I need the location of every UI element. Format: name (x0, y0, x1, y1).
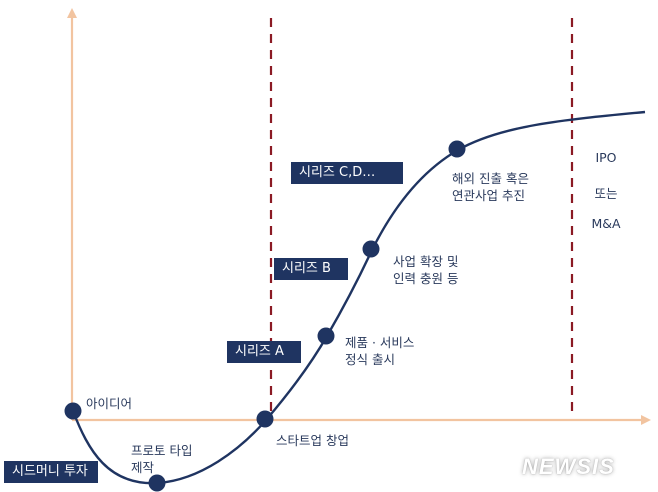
stage-label-startup: 스타트업 창업 (276, 433, 349, 448)
stage-dots (64, 140, 466, 492)
stage-label-overseas: 해외 진출 혹은 연관사업 추진 (452, 170, 529, 204)
stage-label-prototype-line1: 프로토 타입 (131, 443, 193, 458)
stage-label-launch-line2: 정식 출시 (345, 352, 395, 367)
dot-overseas (448, 140, 466, 158)
newsis-watermark: NEWSIS (522, 454, 615, 479)
stage-label-expansion-line2: 인력 충원 등 (393, 271, 459, 286)
exit-label-ipo: IPO (595, 150, 617, 165)
stage-label-expansion-line1: 사업 확장 및 (393, 254, 459, 269)
dot-startup (256, 410, 274, 428)
round-box-series-a: 시리즈 A (227, 341, 301, 363)
exit-label-or: 또는 (594, 186, 618, 201)
y-axis-arrow-icon (67, 8, 77, 18)
dot-expansion (362, 240, 380, 258)
round-box-seed: 시드머니 투자 (4, 461, 98, 483)
stage-label-prototype-line2: 제작 (131, 460, 155, 475)
stage-label-launch: 제품 · 서비스 정식 출시 (345, 334, 414, 368)
stage-label-idea: 아이디어 (86, 396, 133, 411)
stage-label-prototype: 프로토 타입 제작 (131, 442, 192, 476)
round-box-series-b: 시리즈 B (274, 258, 348, 280)
dot-prototype (148, 474, 166, 492)
dot-idea (64, 402, 82, 420)
stage-label-overseas-line1: 해외 진출 혹은 (452, 171, 529, 186)
stage-label-expansion: 사업 확장 및 인력 충원 등 (393, 253, 458, 287)
dot-launch (317, 327, 335, 345)
stage-label-launch-line1: 제품 · 서비스 (345, 335, 415, 350)
x-axis-arrow-icon (641, 415, 651, 425)
axes (67, 8, 651, 425)
round-box-series-cd: 시리즈 C,D… (291, 162, 403, 184)
stage-label-overseas-line2: 연관사업 추진 (452, 188, 525, 203)
exit-label-ma: M&A (591, 216, 621, 231)
